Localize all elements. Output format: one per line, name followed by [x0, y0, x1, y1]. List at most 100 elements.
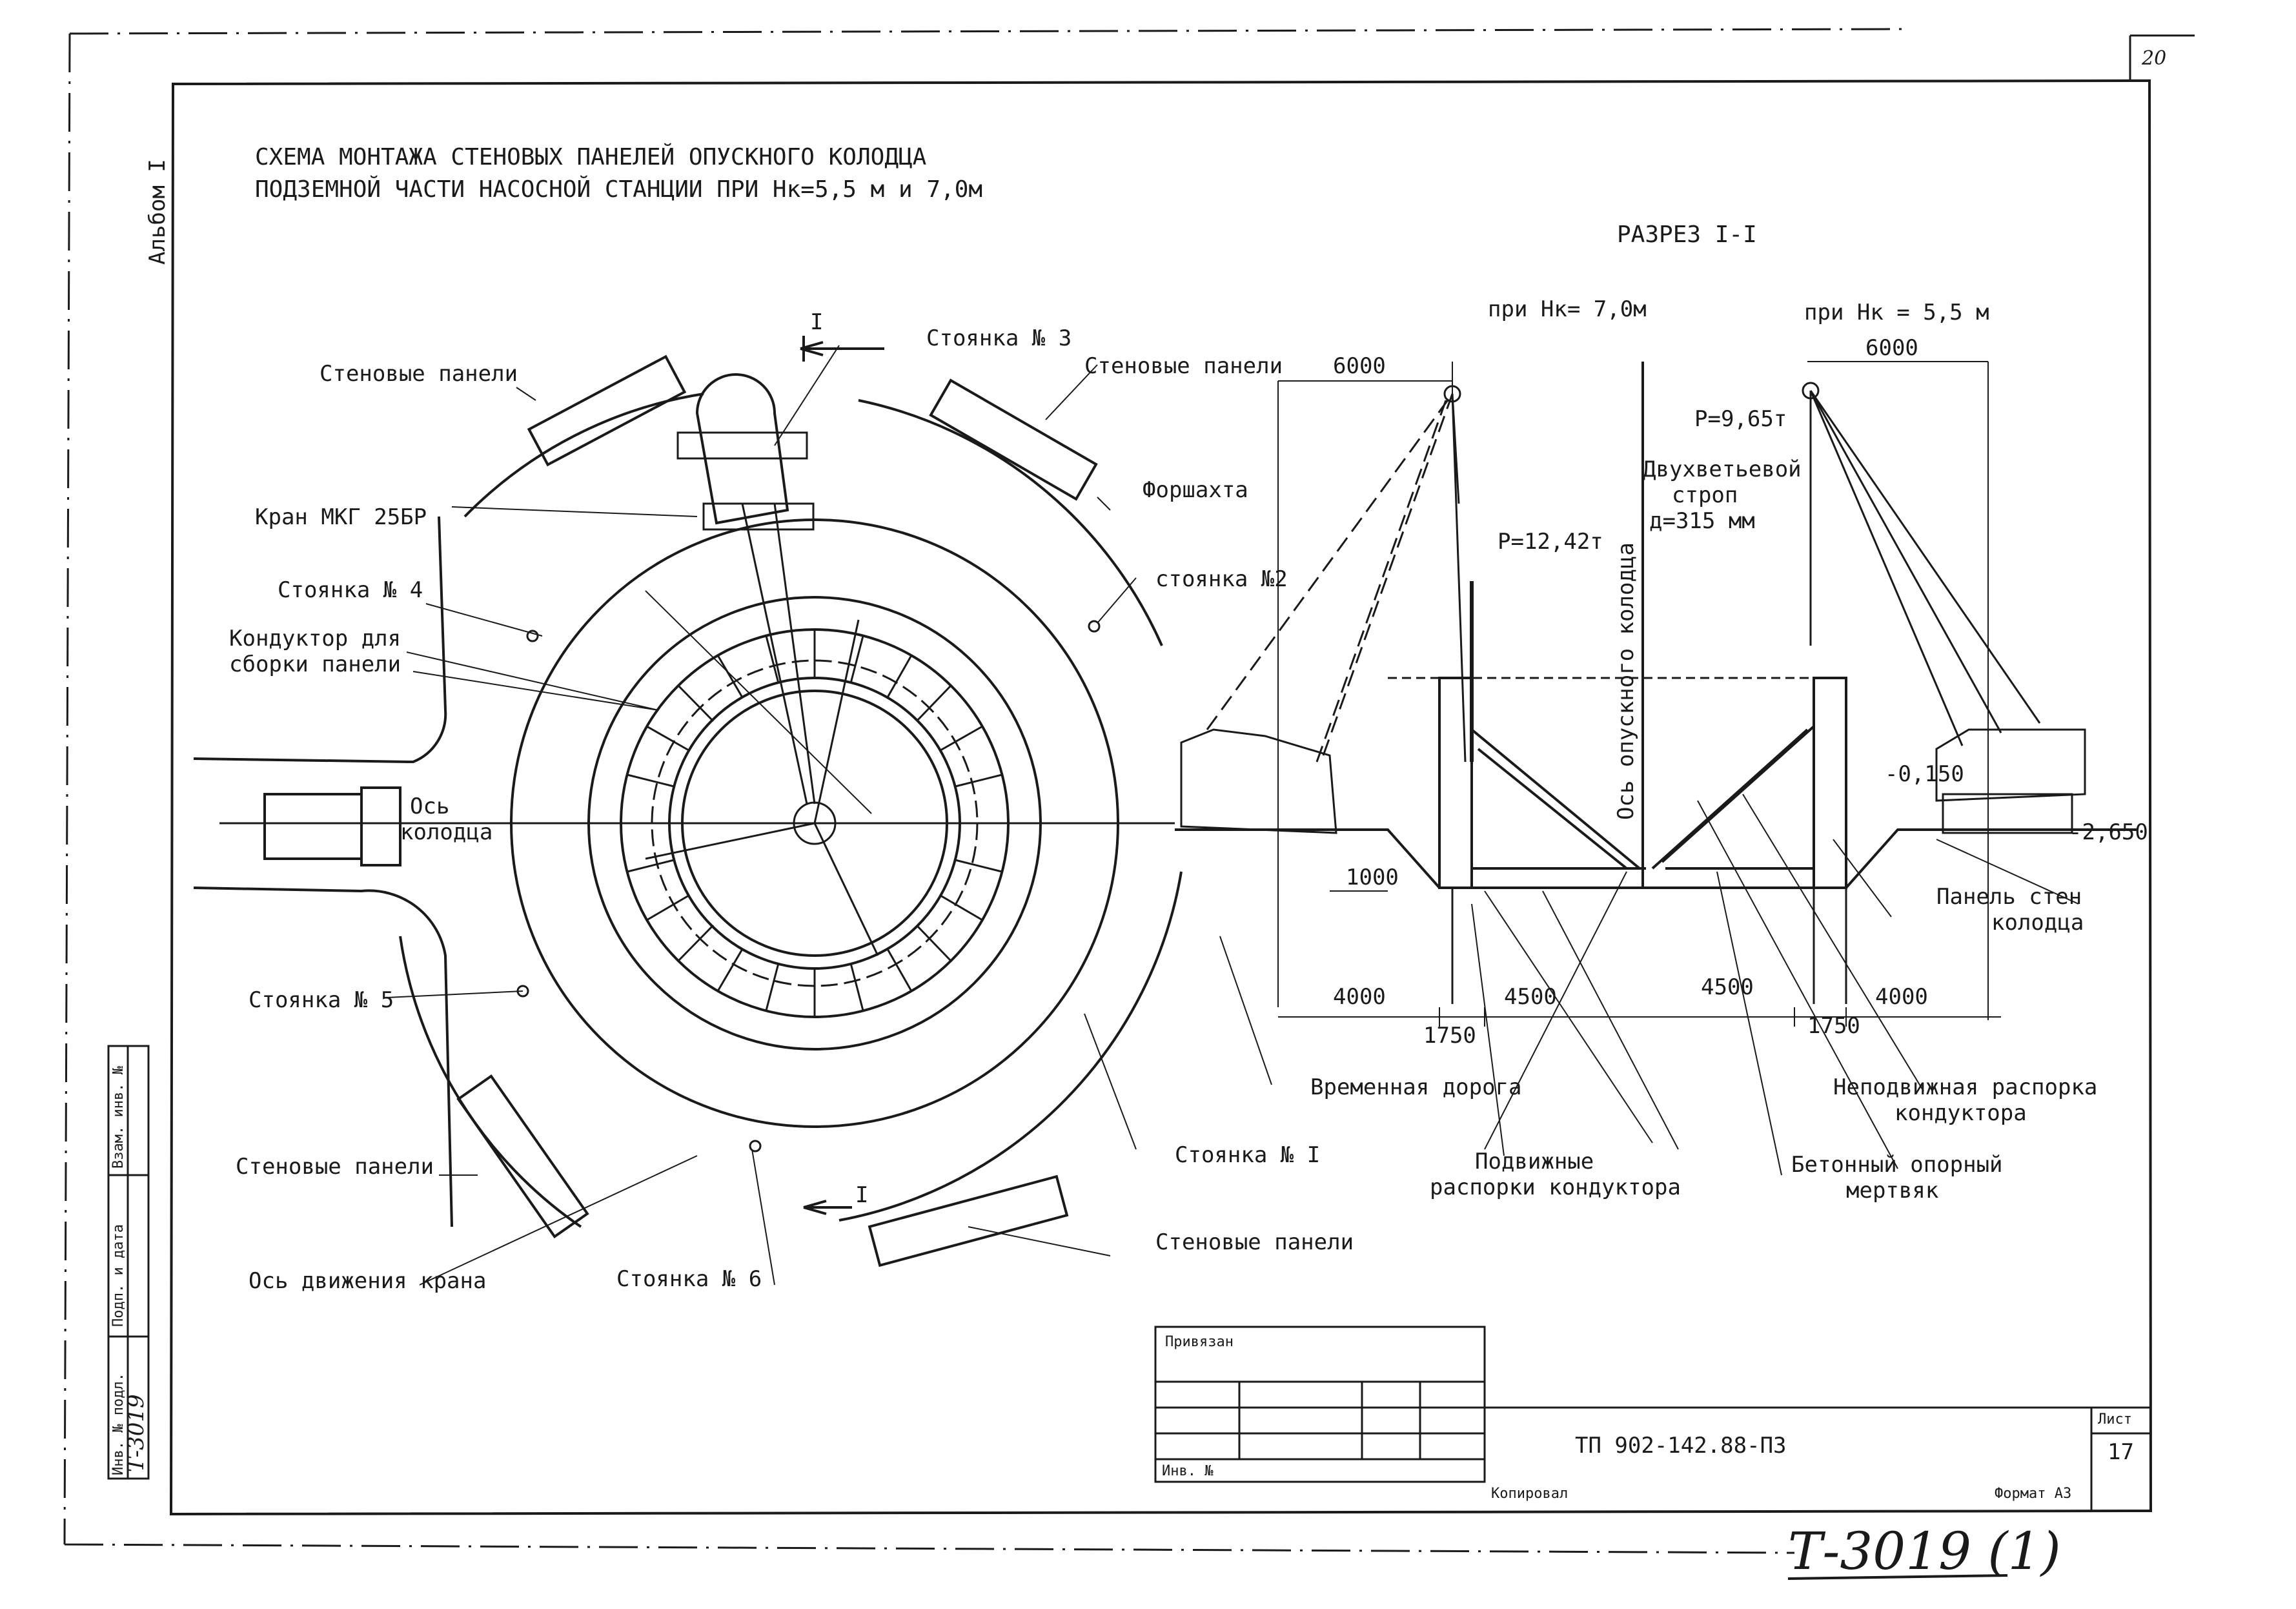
section-left-case: при Нк= 7,0м	[1488, 296, 1647, 322]
frame-border	[169, 79, 2153, 1516]
section-leaders	[1471, 794, 2079, 1176]
crane-body	[695, 373, 789, 525]
handwritten-underline	[1787, 1574, 2008, 1580]
label-wall-panels-top-left: Стеновые панели	[320, 361, 518, 387]
concrete-line2: мертвяк	[1846, 1178, 1938, 1204]
tb-copied: Копировал	[1491, 1486, 1568, 1502]
leader-lines	[387, 345, 1272, 1286]
dim-6000-right: 6000	[1865, 335, 1918, 361]
plan-view	[193, 336, 1272, 1286]
side-inv-orig-value: Т-3019	[123, 1394, 149, 1472]
side-inv-orig: Инв. № подл.	[110, 1373, 127, 1475]
label-stop-1: Стоянка № I	[1175, 1142, 1320, 1168]
label-wall-panels-bottom-left: Стеновые панели	[236, 1154, 434, 1180]
concrete-line1: Бетонный опорный	[1791, 1152, 2003, 1178]
dim-4500-left: 4500	[1504, 984, 1557, 1010]
left-shaft-wall	[1438, 677, 1473, 889]
label-temp-road: Временная дорога	[1310, 1074, 1522, 1100]
dim-1750-left: 1750	[1423, 1023, 1476, 1049]
right-crane-track	[1942, 793, 2073, 834]
level-2: -2,650	[2069, 819, 2148, 845]
dim-4500-right: 4500	[1701, 974, 1754, 1000]
section-title: РАЗРЕЗ I-I	[1617, 221, 1757, 248]
tb-sheet-label: Лист	[2098, 1411, 2132, 1428]
tb-sheet-num: 17	[2108, 1439, 2134, 1465]
dim-4000-left: 4000	[1333, 984, 1386, 1010]
sling-line2: строп	[1672, 482, 1738, 508]
side-sign-date: Подп. и дата	[110, 1224, 127, 1327]
handwritten-stamp: Т-3019 (1)	[1788, 1521, 2061, 1581]
dim-1750-right: 1750	[1807, 1013, 1860, 1039]
tb-format: Формат А3	[1995, 1486, 2071, 1502]
album-label: Альбом I	[145, 159, 170, 265]
crane-track-2	[702, 502, 815, 531]
label-crane-axis: Ось движения крана	[249, 1268, 486, 1294]
page-number-box	[2129, 34, 2195, 81]
crane-track-1	[676, 431, 808, 460]
label-wall-panels-top-right: Стеновые панели	[1084, 353, 1283, 379]
label-jig-line2: сборки панели	[229, 651, 401, 677]
dim-4000-right: 4000	[1875, 984, 1928, 1010]
section-right-case: при Нк = 5,5 м	[1804, 300, 1989, 325]
label-stop-3: Стоянка № 3	[926, 325, 1072, 351]
ground-line	[1175, 828, 2137, 889]
stop-2-marker	[1088, 620, 1101, 633]
panel-stack-top-right	[929, 378, 1098, 501]
dim-6000-left: 6000	[1333, 353, 1386, 379]
left-crane-hoist	[1451, 393, 1467, 763]
load-left: Р=12,42т	[1498, 529, 1603, 555]
label-section-mark-top: I	[810, 309, 823, 335]
label-well-axis-line2: колодца	[400, 819, 493, 845]
temp-road-2	[193, 886, 453, 1227]
shaft-extensions	[1451, 888, 1847, 1004]
title-block	[107, 1045, 2149, 1511]
fixed-strut-line2: кондуктора	[1895, 1100, 2027, 1126]
fixed-strut-line1: Неподвижная распорка	[1833, 1074, 2097, 1100]
label-stop-2: стоянка №2	[1155, 566, 1288, 592]
strut-right	[1651, 725, 1815, 870]
label-section-mark-bottom: I	[855, 1182, 868, 1208]
truck-cab	[360, 786, 401, 866]
section-view	[1175, 361, 2137, 1176]
stop-6-marker	[749, 1140, 762, 1153]
label-wall-panels-bottom-right: Стеновые панели	[1155, 1229, 1354, 1255]
crane-boom	[741, 503, 816, 804]
stop-4-marker	[526, 630, 539, 642]
dim-bottom	[1278, 1007, 2001, 1027]
panel-stack-bottom-right	[868, 1174, 1069, 1267]
movable-strut-line2: распорки кондуктора	[1430, 1174, 1681, 1200]
radius-lines	[645, 619, 879, 956]
label-jig-line1: Кондуктор для	[229, 626, 401, 651]
panel-label-line2: колодца	[1991, 910, 2084, 936]
outer-border	[63, 28, 1905, 1554]
panel-label-line1: Панель стен	[1936, 884, 2082, 910]
page-number: 20	[2141, 47, 2166, 70]
label-shaft: Форшахта	[1143, 477, 1248, 503]
sling-line1: Двухветьевой	[1643, 456, 1802, 482]
drawing-title-line2: ПОДЗЕМНОЙ ЧАСТИ НАСОСНОЙ СТАНЦИИ ПРИ Нк=…	[255, 176, 982, 203]
side-stamp-frame	[107, 1045, 150, 1480]
level-1: -0,150	[1885, 761, 1964, 787]
panel-stack-bottom-left	[456, 1074, 589, 1239]
right-shaft-wall	[1813, 677, 1847, 889]
panel-stack-top-left	[527, 354, 687, 467]
left-crane-body	[1180, 728, 1337, 834]
section-arrow-top	[800, 336, 884, 362]
right-crane-boom	[1809, 390, 2041, 746]
dim-1000-label: 1000	[1346, 865, 1399, 890]
side-replace-inv: Взам. инв. №	[110, 1066, 127, 1169]
sling-line3: д=315 мм	[1649, 508, 1755, 534]
left-crane-boom	[1206, 393, 1454, 763]
strut-left	[1470, 728, 1641, 870]
movable-strut-line1: Подвижные	[1475, 1149, 1594, 1174]
dim-top-right	[1807, 361, 1989, 1020]
drawing-title-line1: СХЕМА МОНТАЖА СТЕНОВЫХ ПАНЕЛЕЙ ОПУСКНОГО…	[255, 143, 927, 170]
label-stop-4: Стоянка № 4	[278, 577, 423, 603]
crane-path-outer	[399, 393, 1183, 1228]
well-axis-vertical-label: Ось опускного колодца	[1613, 542, 1639, 820]
tb-bound: Привязан	[1165, 1334, 1234, 1350]
label-crane: Кран МКГ 25БР	[255, 504, 427, 530]
section-arrow-bottom	[803, 1200, 852, 1215]
label-stop-5: Стоянка № 5	[249, 987, 394, 1013]
